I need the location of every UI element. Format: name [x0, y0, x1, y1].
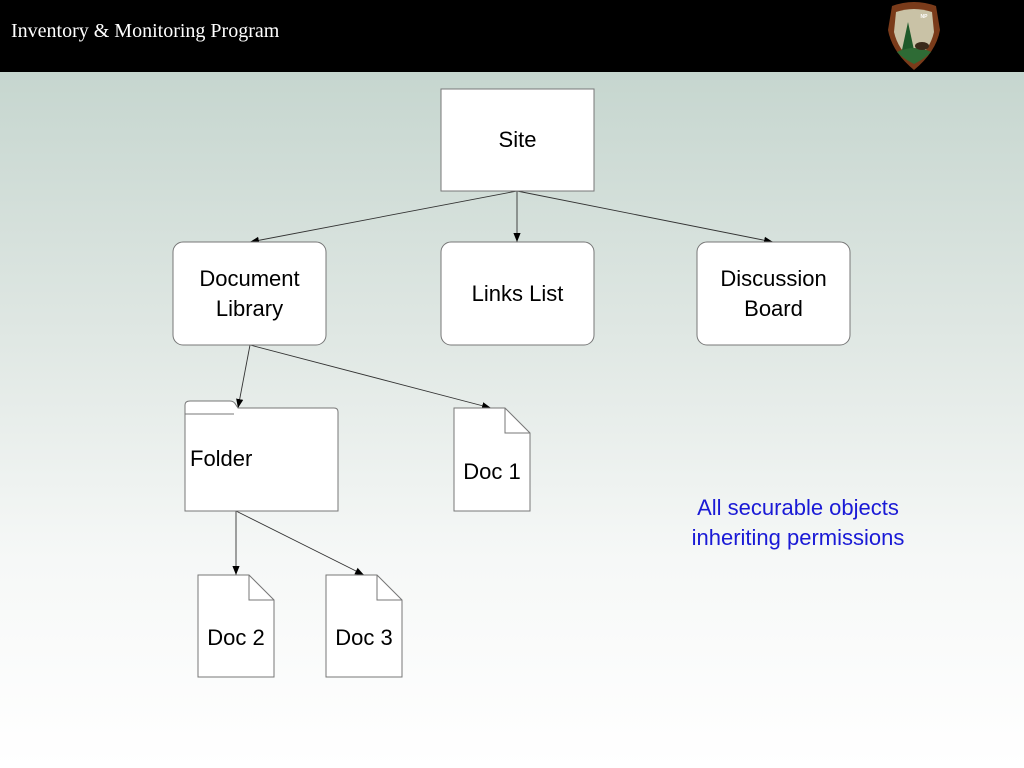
doc2-node[interactable]	[197, 574, 275, 678]
edge-site-discussion-board	[516, 190, 774, 244]
links-list-node[interactable]	[440, 241, 595, 346]
doc1-label: Doc 1	[463, 459, 521, 484]
doc1-node[interactable]	[453, 407, 531, 512]
site-label: Site	[498, 127, 537, 152]
edge-document-library-doc1	[249, 344, 492, 410]
svg-text:NP: NP	[921, 14, 929, 20]
header-bar: Inventory & Monitoring Program NP	[0, 0, 1024, 72]
site-node[interactable]	[440, 88, 595, 192]
nps-arrowhead-logo-icon: NP	[888, 2, 940, 70]
inheritance-note: All securable objects inheriting permiss…	[691, 495, 905, 550]
folder-node[interactable]	[184, 400, 339, 512]
folder-label: Folder	[190, 446, 253, 471]
links-list-label: Links List	[471, 280, 564, 306]
doc3-label: Doc 3	[335, 625, 393, 650]
doc3-node[interactable]	[325, 574, 403, 678]
edge-site-document-library	[249, 190, 518, 244]
header-title: Inventory & Monitoring Program	[11, 20, 280, 42]
edge-document-library-folder	[236, 344, 251, 409]
document-library-node[interactable]	[172, 241, 327, 346]
edge-folder-doc3	[235, 510, 365, 576]
doc2-label: Doc 2	[207, 625, 265, 650]
discussion-board-label: Discussion Board	[720, 265, 827, 321]
discussion-board-node[interactable]	[696, 241, 851, 346]
document-library-label: Document Library	[199, 265, 300, 321]
